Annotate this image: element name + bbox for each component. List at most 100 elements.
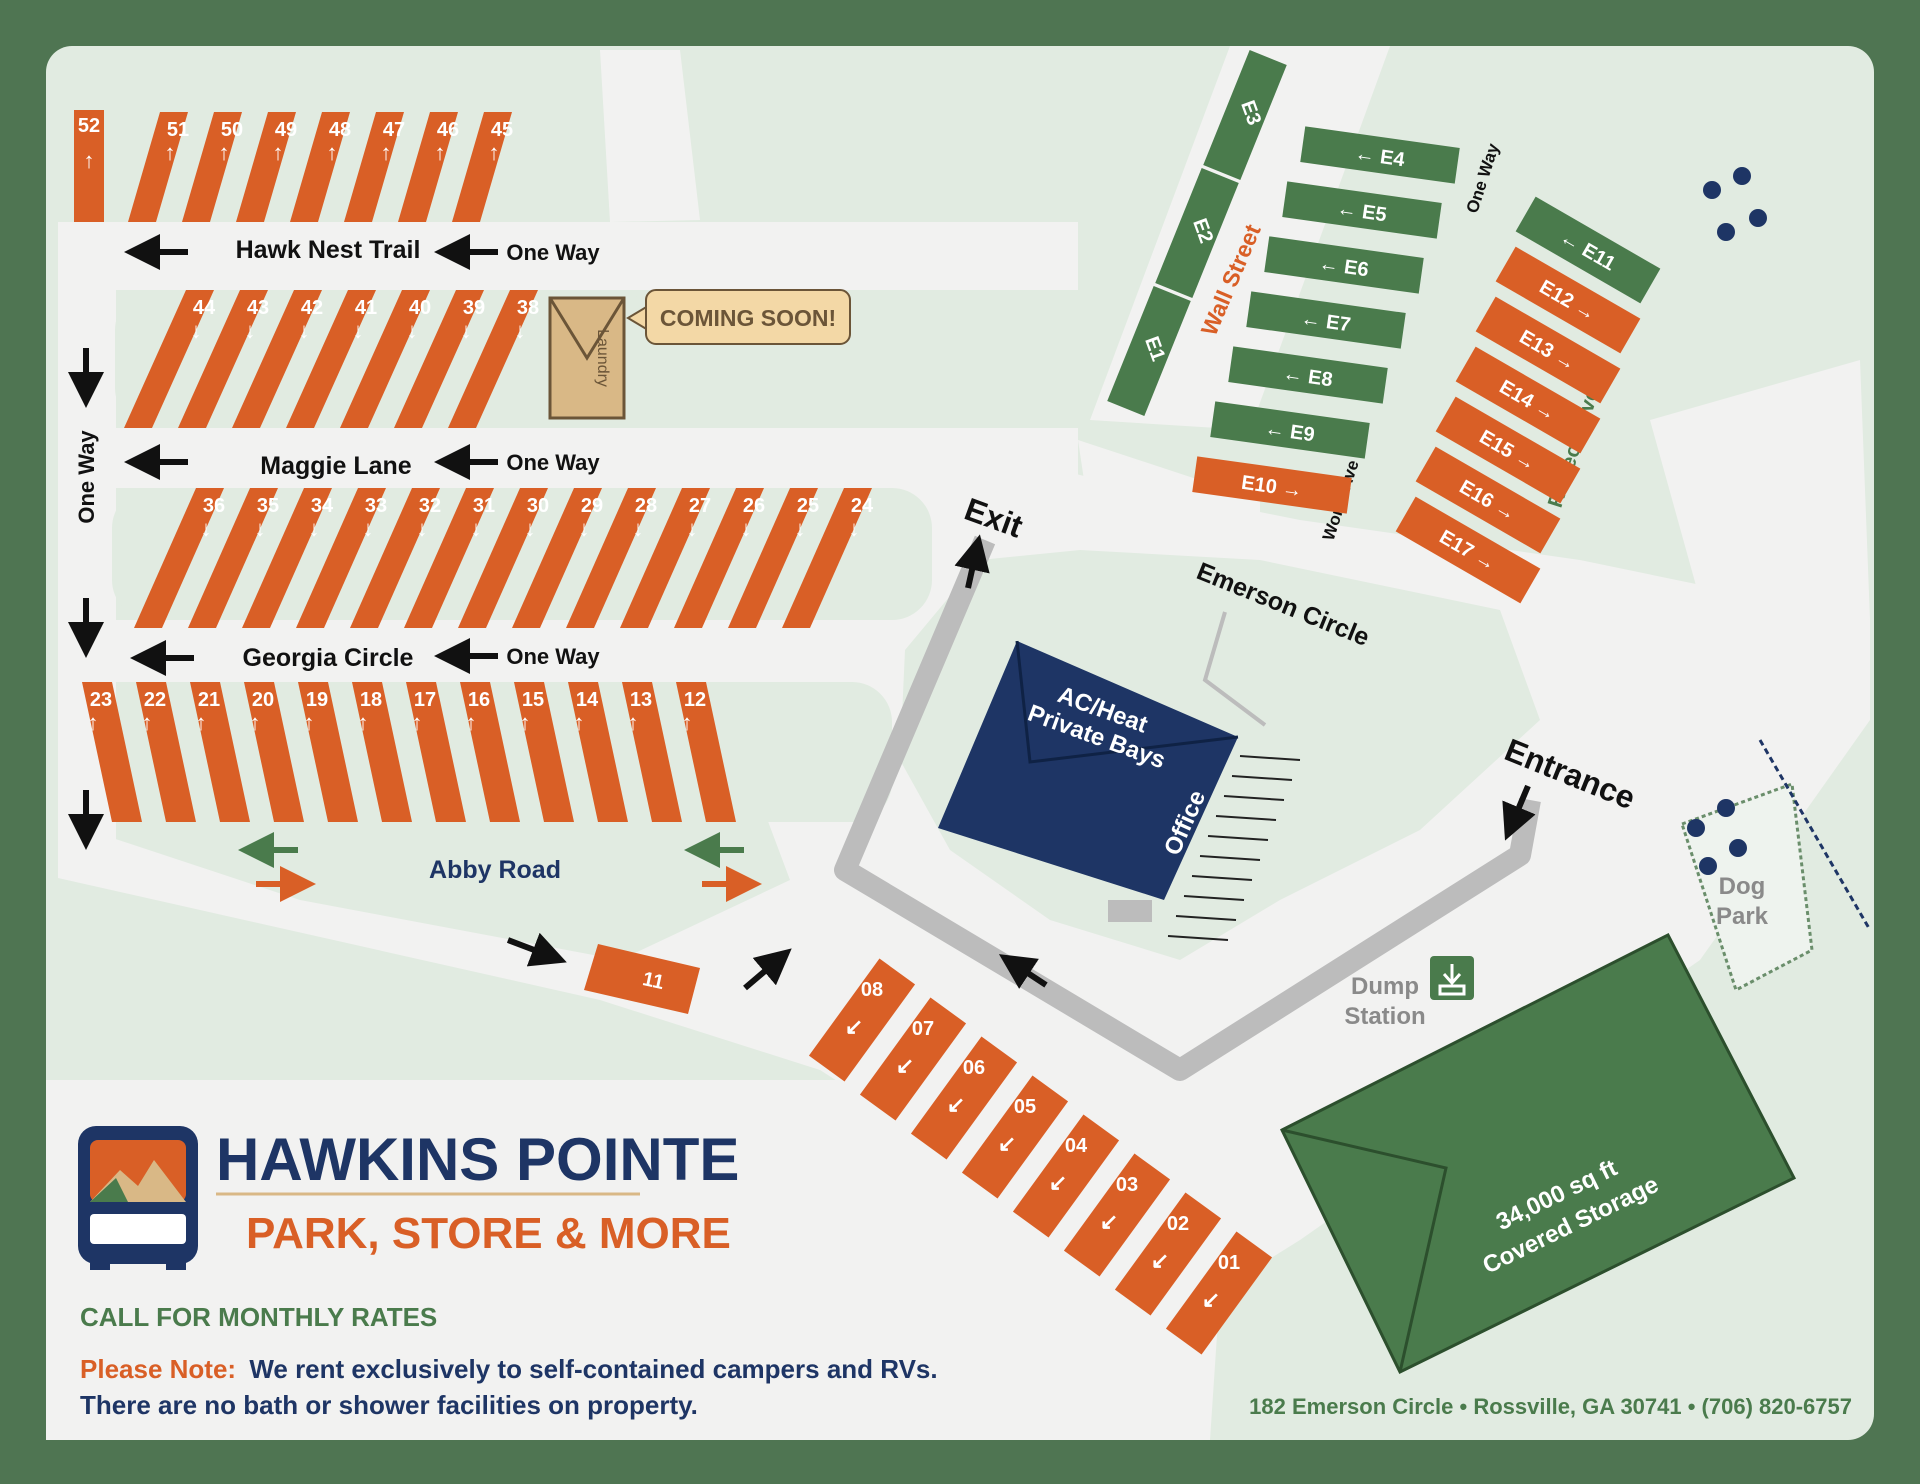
campsite-42[interactable] <box>232 290 322 428</box>
campsite-28[interactable] <box>566 488 656 628</box>
one-way-label-georgia: One Way <box>506 644 600 669</box>
arrow-down-icon: ↓ <box>363 516 374 541</box>
campsite-E4[interactable] <box>1300 126 1460 184</box>
note-line-2: There are no bath or shower facilities o… <box>80 1390 698 1420</box>
arrow-down-icon: ↓ <box>245 318 256 343</box>
campsite-35[interactable] <box>188 488 278 628</box>
campsite-number: 36 <box>203 495 225 517</box>
campsite-E9[interactable] <box>1210 401 1370 459</box>
campsite-48[interactable] <box>290 112 350 222</box>
campsite-29[interactable] <box>512 488 602 628</box>
campsite-19[interactable] <box>298 682 358 822</box>
campsite-45[interactable] <box>452 112 512 222</box>
campsite-23[interactable] <box>82 682 142 822</box>
arrow-down-icon: ↓ <box>471 516 482 541</box>
campsite-05[interactable] <box>961 1075 1069 1199</box>
campsite-number: 35 <box>257 495 279 517</box>
campsite-44[interactable] <box>124 290 214 428</box>
campsite-32[interactable] <box>350 488 440 628</box>
campsite-E17[interactable] <box>1395 496 1541 604</box>
campsite-13[interactable] <box>622 682 682 822</box>
campsite-E12[interactable] <box>1495 246 1641 354</box>
campsite-number: 29 <box>581 495 603 517</box>
campsite-16[interactable] <box>460 682 520 822</box>
campsite-E1[interactable] <box>1107 286 1191 416</box>
campsite-number: 47 <box>383 119 405 141</box>
arrow-up-icon: ↑ <box>466 710 477 735</box>
campsite-number: 46 <box>437 119 459 141</box>
campsite-18[interactable] <box>352 682 412 822</box>
campsite-03[interactable] <box>1063 1153 1171 1277</box>
campsite-15[interactable] <box>514 682 574 822</box>
campsite-number: 43 <box>247 297 269 319</box>
campsite-E7[interactable] <box>1246 291 1406 349</box>
direction-arrows <box>68 234 1536 991</box>
campsite-17[interactable] <box>406 682 466 822</box>
campsite-06[interactable] <box>910 1036 1018 1160</box>
campsite-number: 17 <box>414 689 436 711</box>
arrow-down-icon: ↓ <box>849 516 860 541</box>
brand-name: HAWKINS POINTE <box>216 1126 739 1193</box>
campsite-39[interactable] <box>394 290 484 428</box>
campsite-43[interactable] <box>178 290 268 428</box>
campsite-20[interactable] <box>244 682 304 822</box>
campsite-E15[interactable] <box>1435 396 1581 504</box>
campsite-24[interactable] <box>782 488 872 628</box>
campsite-38[interactable] <box>448 290 538 428</box>
campsite-12[interactable] <box>676 682 736 822</box>
campsite-number: 39 <box>463 297 485 319</box>
campsite-number: 04 <box>1065 1135 1088 1157</box>
note-text: We rent exclusively to self-contained ca… <box>249 1354 937 1384</box>
campsite-number: 22 <box>144 689 166 711</box>
campsite-07[interactable] <box>859 997 967 1121</box>
campsite-50[interactable] <box>182 112 242 222</box>
campsite-33[interactable] <box>296 488 386 628</box>
campsite-41[interactable] <box>286 290 376 428</box>
campsite-E16[interactable] <box>1415 446 1561 554</box>
campsite-E10[interactable] <box>1192 456 1352 514</box>
arrow-down-icon: ↓ <box>309 516 320 541</box>
campsite-22[interactable] <box>136 682 196 822</box>
campsite-08[interactable] <box>808 958 916 1082</box>
walk-path <box>1202 611 1267 727</box>
one-way-label-west: One Way <box>74 430 99 524</box>
campsite-E3[interactable] <box>1203 50 1287 180</box>
note-line-1: Please Note: We rent exclusively to self… <box>80 1354 938 1384</box>
campsite-E14[interactable] <box>1455 346 1601 454</box>
campsite-number: 51 <box>167 119 189 141</box>
arrow-down-icon: ↓ <box>741 516 752 541</box>
campsite-26[interactable] <box>674 488 764 628</box>
campsite-number: 32 <box>419 495 441 517</box>
campsite-11[interactable] <box>584 944 700 1014</box>
arrow-down-icon: ↓ <box>795 516 806 541</box>
campsite-E2[interactable] <box>1155 168 1239 298</box>
arrow-down-left-icon: ↙ <box>845 1014 863 1039</box>
campsite-36[interactable] <box>134 488 224 628</box>
campsite-02[interactable] <box>1114 1192 1222 1316</box>
campsite-34[interactable] <box>242 488 332 628</box>
campsite-49[interactable] <box>236 112 296 222</box>
campsite-04[interactable] <box>1012 1114 1120 1238</box>
campsite-52[interactable] <box>74 110 104 222</box>
campsite-E13[interactable] <box>1475 296 1621 404</box>
campsite-21[interactable] <box>190 682 250 822</box>
campsite-47[interactable] <box>344 112 404 222</box>
campsite-51[interactable] <box>128 112 188 222</box>
campsite-E5[interactable] <box>1282 181 1442 239</box>
laundry-label: Laundry <box>594 329 611 387</box>
arrow-down-left-icon: ↙ <box>896 1053 914 1078</box>
campsite-31[interactable] <box>404 488 494 628</box>
campsite-number: 24 <box>851 495 874 517</box>
campsite-E8[interactable] <box>1228 346 1388 404</box>
arrow-up-icon: ↑ <box>327 140 338 165</box>
campsite-E11[interactable] <box>1515 196 1661 304</box>
campsite-25[interactable] <box>728 488 818 628</box>
campsite-01[interactable] <box>1165 1231 1273 1355</box>
monthly-rates: CALL FOR MONTHLY RATES <box>80 1302 437 1332</box>
campsite-27[interactable] <box>620 488 710 628</box>
campsite-30[interactable] <box>458 488 548 628</box>
campsite-14[interactable] <box>568 682 628 822</box>
campsite-46[interactable] <box>398 112 458 222</box>
campsite-E6[interactable] <box>1264 236 1424 294</box>
campsite-40[interactable] <box>340 290 430 428</box>
